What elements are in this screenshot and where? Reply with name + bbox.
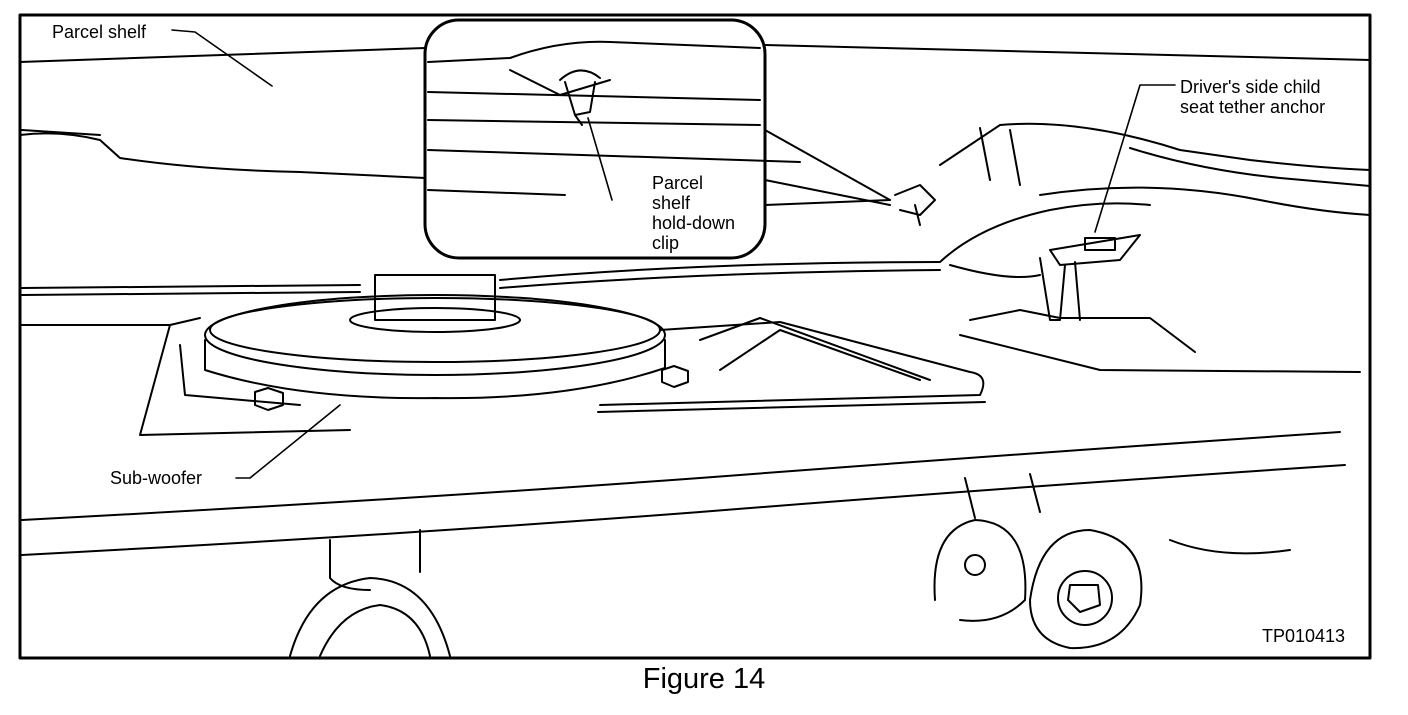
- lower-panel-openings: [290, 520, 1141, 656]
- clip-label-line4: clip: [652, 233, 680, 253]
- figure-code: TP010413: [1262, 626, 1346, 646]
- tether-anchor-drawing: [1040, 235, 1140, 320]
- clip-label-line3: hold-down: [652, 213, 736, 233]
- subwoofer-label: Sub-woofer: [110, 468, 203, 488]
- tether-anchor-label-line1: Driver's side child: [1180, 77, 1321, 97]
- clip-label-line1: Parcel: [652, 173, 704, 193]
- leader-lines: [172, 30, 1175, 478]
- parcel-shelf-label: Parcel shelf: [52, 22, 147, 42]
- parcel-shelf-drawing: [20, 45, 1370, 277]
- inset-pointer-lines: [765, 130, 935, 225]
- clip-label-line2: shelf: [652, 193, 691, 213]
- figure-caption: Figure 14: [642, 663, 766, 695]
- subwoofer-drawing: [180, 275, 688, 410]
- clip-inset: [425, 20, 800, 258]
- trunk-body-drawing: [22, 262, 1360, 590]
- figure-frame: [20, 15, 1370, 658]
- tether-anchor-label-line2: seat tether anchor: [1180, 97, 1326, 117]
